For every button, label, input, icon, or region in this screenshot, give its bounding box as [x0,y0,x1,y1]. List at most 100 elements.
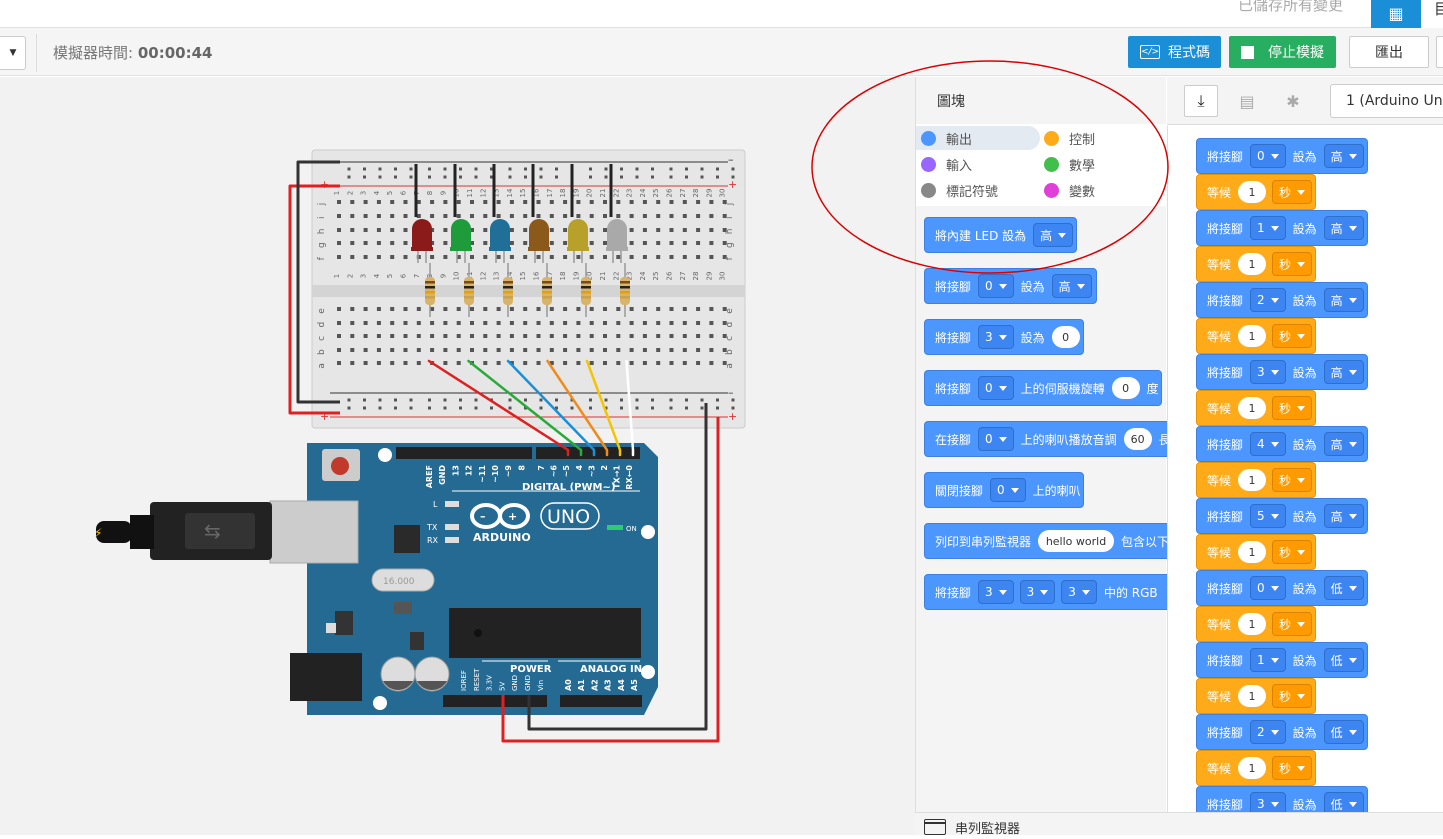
value-dropdown[interactable]: 低 [1323,720,1364,744]
signal-wire[interactable] [546,359,609,457]
unit-dropdown[interactable]: 秒 [1272,756,1313,780]
board-select[interactable]: 1 (Arduino Uno [1330,84,1443,118]
pin-dropdown[interactable]: 4 [1250,432,1286,456]
breadboard[interactable]: 1122334455667788991010111112121313141415… [311,149,746,429]
block-speaker-tone[interactable]: 在接腳0上的喇叭播放音調60長 [924,421,1167,457]
led-group[interactable] [411,164,630,317]
wire-red-rail[interactable] [288,184,340,415]
wait-input[interactable]: 1 [1238,685,1267,707]
block-input[interactable]: hello world [1038,530,1114,552]
circuit-canvas[interactable]: 1122334455667788991010111112121313141415… [0,77,915,835]
bug-icon[interactable]: ✱ [1286,91,1300,111]
view-dropdown[interactable]: ▼ [0,36,26,70]
power-jack[interactable] [290,653,362,701]
unit-dropdown[interactable]: 秒 [1272,396,1313,420]
view-tab-label[interactable]: 目 [1421,0,1443,28]
block-dropdown[interactable]: 3 [978,580,1014,604]
unit-dropdown[interactable]: 秒 [1272,324,1313,348]
block-input[interactable]: 60 [1123,428,1152,450]
signal-wire[interactable] [467,359,583,457]
category-math[interactable]: 數學 [1044,152,1095,176]
category-variables[interactable]: 變數 [1044,178,1095,202]
led[interactable] [529,219,549,249]
value-dropdown[interactable]: 低 [1323,576,1364,600]
block-dropdown[interactable]: 高 [1033,223,1074,247]
wait-input[interactable]: 1 [1238,397,1267,419]
more-button[interactable] [1436,36,1443,68]
block-builtin-led[interactable]: 將內建 LED 設為高 [924,217,1077,253]
category-output[interactable]: 輸出 [916,126,1040,150]
value-dropdown[interactable]: 高 [1323,216,1364,240]
value-dropdown[interactable]: 高 [1323,288,1364,312]
block-dropdown[interactable]: 0 [990,478,1026,502]
wait-input[interactable]: 1 [1238,253,1267,275]
pin-dropdown[interactable]: 0 [1250,576,1286,600]
wire-5v[interactable] [501,417,720,743]
led[interactable] [412,219,432,249]
wait-input[interactable]: 1 [1238,613,1267,635]
download-icon[interactable]: ⤓ [1184,85,1218,117]
value-dropdown[interactable]: 高 [1323,432,1364,456]
signal-wire[interactable] [506,359,596,457]
block-input[interactable]: 0 [1111,377,1140,399]
serial-monitor-bar[interactable]: 串列監視器 [915,812,1443,837]
block-dropdown[interactable]: 0 [978,376,1014,400]
block-dropdown[interactable]: 3 [1019,580,1056,604]
stop-simulation-button[interactable]: 停止模擬 [1229,36,1336,68]
category-input[interactable]: 輸入 [921,152,972,176]
block-dropdown[interactable]: 3 [1061,580,1097,604]
block-dropdown[interactable]: 0 [978,274,1014,298]
value-dropdown[interactable]: 高 [1323,144,1364,168]
wait-input[interactable]: 1 [1238,541,1267,563]
unit-dropdown[interactable]: 秒 [1272,252,1313,276]
pin-dropdown[interactable]: 5 [1250,504,1286,528]
pin-dropdown[interactable]: 1 [1250,648,1286,672]
circuit-view-tab[interactable]: ▦ [1371,0,1421,28]
pin-dropdown[interactable]: 2 [1250,720,1286,744]
block-input[interactable]: 0 [1051,326,1080,348]
pin-dropdown[interactable]: 3 [1250,360,1286,384]
signal-wire[interactable] [585,359,622,457]
category-control[interactable]: 控制 [1044,126,1095,150]
value-dropdown[interactable]: 高 [1323,504,1364,528]
unit-dropdown[interactable]: 秒 [1272,684,1313,708]
value-dropdown[interactable]: 高 [1323,360,1364,384]
value-dropdown[interactable]: 低 [1323,648,1364,672]
pin-dropdown[interactable]: 1 [1250,216,1286,240]
signal-wires[interactable] [427,359,635,457]
wire-gnd[interactable] [527,403,708,731]
unit-dropdown[interactable]: 秒 [1272,540,1313,564]
led[interactable] [568,219,588,249]
unit-dropdown[interactable]: 秒 [1272,468,1313,492]
led[interactable] [607,219,627,249]
unit-dropdown[interactable]: 秒 [1272,612,1313,636]
pin-dropdown[interactable]: 2 [1250,288,1286,312]
usb-cable[interactable]: ⇆ ⚡ [94,500,359,564]
wait-input[interactable]: 1 [1238,181,1267,203]
block-dropdown[interactable]: 高 [1051,274,1092,298]
unit-dropdown[interactable]: 秒 [1272,180,1313,204]
reset-button[interactable] [331,457,349,475]
